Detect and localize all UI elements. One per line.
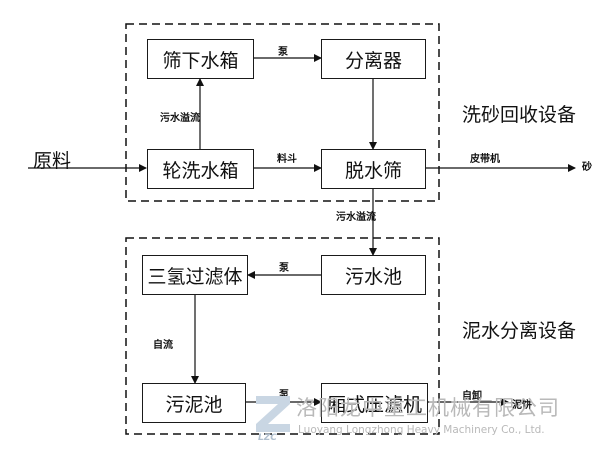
edge-label-pump-2: 泵	[279, 263, 289, 274]
company-logo-icon: LZC	[256, 396, 290, 442]
edge-label-belt: 皮带机	[470, 154, 500, 165]
group-title-sand-washing: 洗砂回收设备	[462, 104, 577, 126]
node-wheel-tank: 轮洗水箱	[147, 149, 254, 189]
node-sewage-pool: 污水池	[321, 255, 426, 295]
edge-label-pump-3: 泵	[279, 390, 289, 401]
node-sieve-tank: 筛下水箱	[147, 39, 254, 79]
input-raw-material: 原料	[33, 150, 72, 172]
node-filter-body: 三氢过滤体	[142, 255, 248, 295]
edge-label-material: 料斗	[277, 154, 297, 165]
edge-label-mud-cake: 泥饼	[512, 400, 532, 411]
edge-label-overflow-1: 污水溢流	[160, 113, 200, 124]
edge-label-sand: 砂	[582, 162, 592, 173]
node-dewater-screen: 脱水筛	[321, 149, 426, 189]
watermark-company-cn: 洛阳龙中重工机械有限公司	[296, 396, 560, 420]
node-filter-press: 厢式压滤机	[321, 383, 428, 423]
edge-label-unload: 自卸	[462, 391, 482, 402]
edge-label-pump-1: 泵	[278, 47, 288, 58]
edge-label-gravity: 自流	[153, 340, 173, 351]
node-sludge-pool: 污泥池	[142, 383, 246, 423]
node-separator: 分离器	[321, 39, 426, 79]
group-title-mud-separation: 泥水分离设备	[462, 320, 577, 342]
group-box-mud-separation	[125, 237, 440, 435]
edge-label-overflow-2: 污水溢流	[336, 212, 376, 223]
group-box-sand-washing	[125, 23, 440, 202]
svg-text:LZC: LZC	[258, 433, 277, 442]
watermark-company-en: Luoyang Longzhong Heavy Machinery Co., L…	[298, 424, 545, 436]
